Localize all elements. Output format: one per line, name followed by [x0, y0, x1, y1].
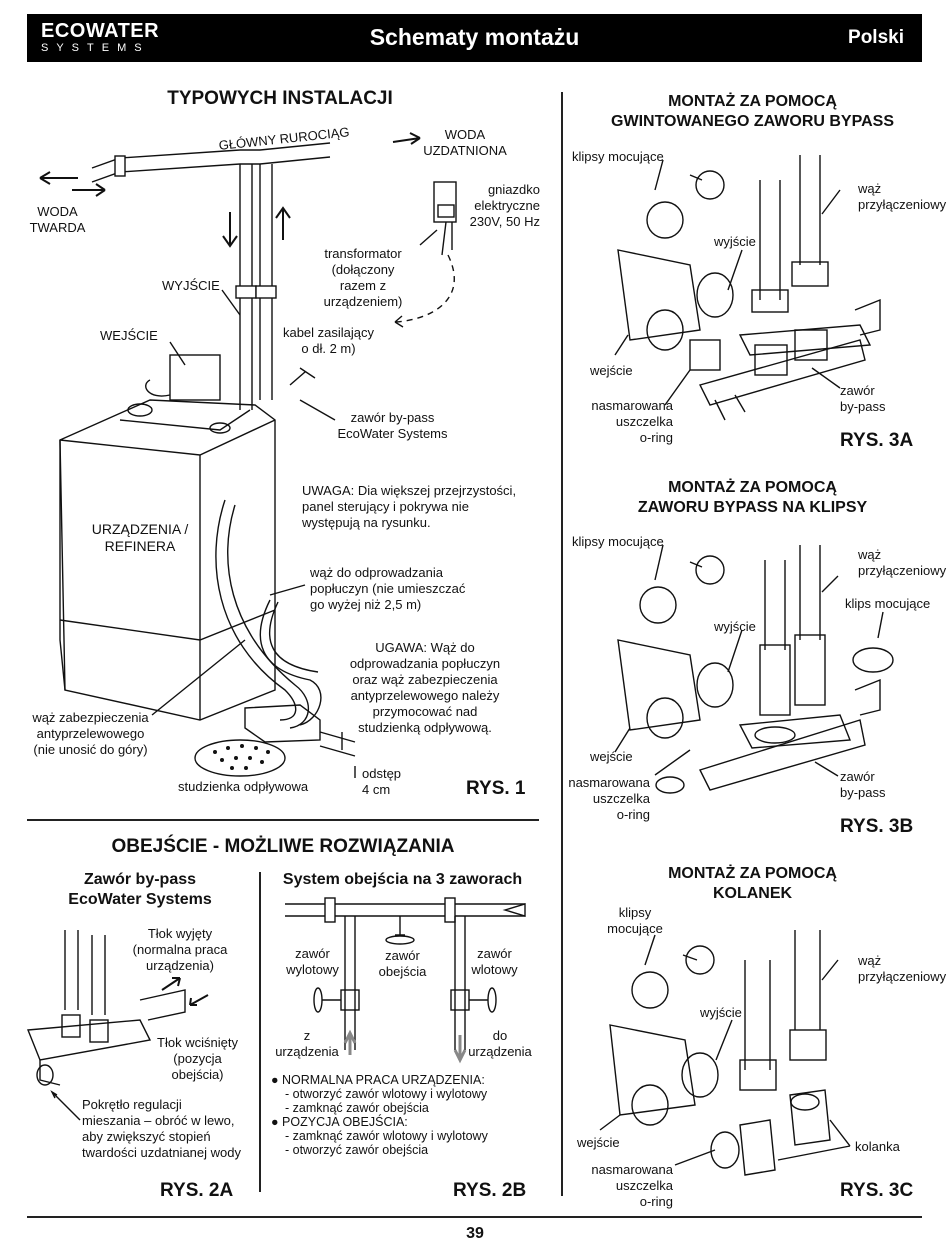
device-label: URZĄDZENIA /REFINERA: [91, 521, 189, 554]
fig3b-caption: RYS. 3B: [840, 816, 914, 837]
bypass-heading: OBEJŚCIE - MOŻLIWE ROZWIĄZANIA: [111, 836, 455, 857]
note-text: UWAGA: Dia większej przejrzystości,panel…: [302, 483, 517, 530]
page-number: 39: [466, 1225, 484, 1242]
column-divider: [561, 92, 563, 1196]
fig3a-clips-label: klipsy mocujące: [572, 149, 664, 164]
fig3c-outlet-label: wyjście: [700, 1005, 742, 1020]
fig2b-caption: RYS. 2B: [453, 1180, 527, 1201]
clip-bypass-3b-drawing: [614, 544, 894, 794]
fig3c-elbows-label: kolanka: [855, 1139, 900, 1154]
threaded-bypass-3a-drawing: [614, 155, 881, 421]
page-header: ECOWATER SYSTEMS Schematy montażu Polski: [27, 14, 922, 62]
fig3b-clips-label: klipsy mocujące: [572, 534, 664, 549]
fig1-caption: RYS. 1: [466, 778, 526, 799]
sub-divider: [259, 872, 261, 1192]
fig1-heading: TYPOWYCH INSTALACJI: [167, 88, 393, 109]
normal-operation-list: ● NORMALNA PRACA URZĄDZENIA: - otworzyć …: [271, 1073, 488, 1157]
fig2a-caption: RYS. 2A: [160, 1180, 234, 1201]
bypass-system-2b-drawing: [285, 897, 526, 1050]
drain-well-label: studzienka odpływowa: [178, 779, 309, 794]
softener-tank-drawing: [59, 399, 276, 721]
elbows-3c-drawing: [599, 930, 851, 1176]
inlet-label: WEJŚCIE: [100, 328, 158, 343]
fig3c-inlet-label: wejście: [577, 1135, 620, 1150]
brand-logo: ECOWATER: [41, 20, 160, 42]
fig3a-outlet-label: wyjście: [714, 234, 756, 249]
brand-subline: SYSTEMS: [41, 42, 150, 54]
fig2b-title: System obejścia na 3 zaworach: [282, 871, 523, 888]
fig3b-clip-label: klips mocujące: [845, 596, 931, 611]
fig3b-outlet-label: wyjście: [714, 619, 756, 634]
fig3a-inlet-label: wejście: [590, 363, 633, 378]
main-pipe-drawing: [91, 142, 331, 410]
fig3c-caption: RYS. 3C: [840, 1180, 914, 1201]
footer-divider: [27, 1216, 922, 1218]
section-divider: [27, 819, 539, 821]
outlet-label: WYJŚCIE: [162, 278, 220, 293]
fig3a-caption: RYS. 3A: [840, 430, 914, 451]
language-label: Polski: [848, 27, 904, 48]
fig3b-inlet-label: wejście: [590, 749, 633, 764]
page-title: Schematy montażu: [369, 24, 580, 50]
bypass-valve-2a-drawing: [27, 930, 209, 1121]
